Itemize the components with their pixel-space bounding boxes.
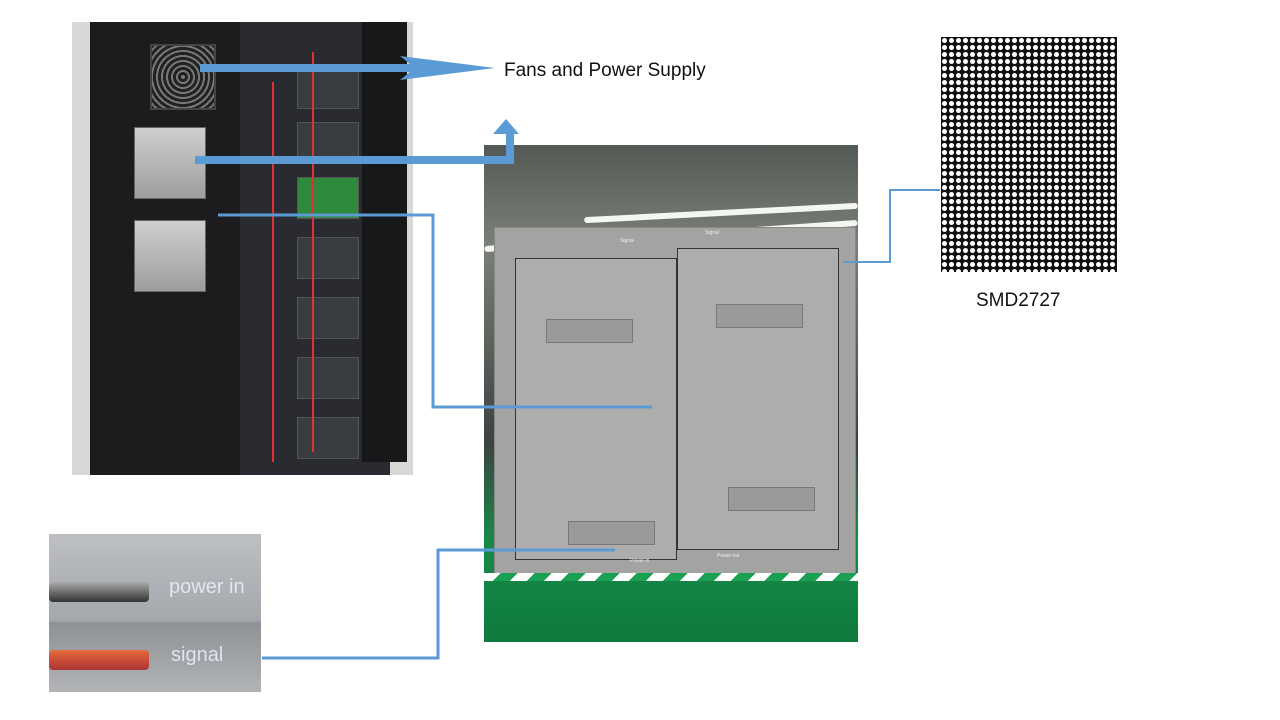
- power-in-tag: Power in: [630, 558, 650, 564]
- service-door-right: [677, 248, 839, 550]
- connector-callout-line: [262, 548, 615, 660]
- led-callout-line: [843, 189, 940, 263]
- cabinet-panel: Signal Signal Power in Power out: [494, 227, 856, 574]
- arrow-right-icon: [200, 56, 495, 80]
- cabinet-rear-open-photo: [72, 22, 413, 475]
- signal-tag: Signal: [620, 238, 634, 244]
- power-supply-unit: [134, 220, 206, 292]
- cabinet-callout-line: [218, 213, 652, 409]
- cabinet-frame: [362, 22, 407, 462]
- cabinet-front-photo: Signal Signal Power in Power out: [484, 145, 858, 642]
- connector-closeup-photo: power in signal: [49, 534, 261, 692]
- arrow-up-connector: [195, 132, 514, 164]
- signal-label: signal: [171, 644, 224, 666]
- power-out-tag: Power out: [717, 553, 740, 559]
- led-type-label: SMD2727: [976, 290, 1061, 311]
- led-module-closeup-photo: [941, 37, 1117, 272]
- power-in-label: power in: [169, 576, 245, 598]
- fans-power-supply-label: Fans and Power Supply: [504, 60, 706, 81]
- signal-tag: Signal: [705, 230, 719, 236]
- service-door-left: [515, 258, 677, 560]
- arrow-up-icon: [493, 119, 519, 134]
- fan-icon: [150, 44, 216, 110]
